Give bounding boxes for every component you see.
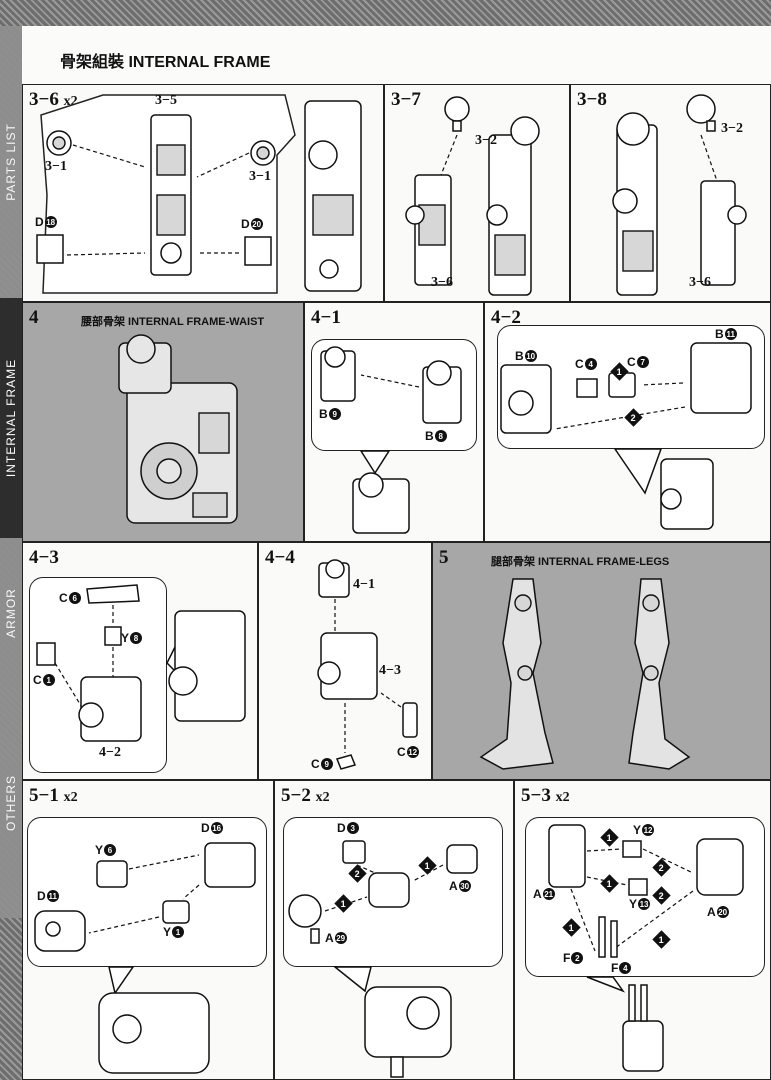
step-number: 4−2 (491, 307, 521, 328)
waist-frame-illustration (118, 334, 238, 524)
tab-label: INTERNAL FRAME (4, 358, 19, 478)
part-label: 4−1 (353, 577, 375, 592)
step-3-7-panel: 3−7 3−2 3−6 (384, 84, 570, 302)
tab-others[interactable]: OTHERS (0, 688, 22, 918)
tab-internal-frame[interactable]: INTERNAL FRAME (0, 298, 22, 538)
step-3-7-diagram (405, 96, 540, 296)
tab-label: ARMOR (4, 588, 19, 638)
part-label: 4−3 (379, 663, 401, 678)
step-3-8-diagram (612, 94, 747, 296)
step-4-panel: 4 腰部骨架 INTERNAL FRAME-WAIST (22, 302, 304, 542)
part-label: 3−2 (721, 121, 743, 136)
step-3-6-diagram (36, 94, 362, 294)
page-title: 骨架組裝 INTERNAL FRAME (60, 54, 271, 71)
step-number: 5 (439, 547, 449, 568)
part-label: 3−6 (689, 275, 711, 290)
step-number: 4−1 (311, 307, 341, 328)
step-4-2-diagram (500, 342, 752, 530)
step-number: 3−7 (391, 89, 421, 110)
tab-parts-list[interactable]: PARTS LIST (0, 26, 22, 298)
step-number: 5−1 x2 (29, 785, 78, 806)
section-title: 腿部骨架 INTERNAL FRAME-LEGS (491, 556, 670, 568)
part-label: 3−6 (431, 275, 453, 290)
tab-label: OTHERS (4, 774, 19, 832)
part-label: 3−5 (155, 93, 177, 108)
step-5-3-diagram (548, 824, 744, 1072)
step-number: 4−4 (265, 547, 295, 568)
part-label: 3−2 (475, 133, 497, 148)
legs-frame-illustration (479, 578, 691, 770)
part-label: 3−1 (249, 169, 271, 184)
step-4-1-diagram (320, 346, 462, 534)
step-5-2-diagram (288, 840, 478, 1078)
header: 骨架組裝 INTERNAL FRAME (22, 26, 771, 84)
part-label: 3−1 (45, 159, 67, 174)
step-5-panel: 5 腿部骨架 INTERNAL FRAME-LEGS (432, 542, 771, 780)
sidebar: PARTS LIST INTERNAL FRAME ARMOR OTHERS (0, 26, 22, 1080)
step-5-1-diagram (34, 842, 256, 1074)
step-4-4-diagram (317, 559, 418, 770)
step-3-8-panel: 3−8 3−2 3−6 (570, 84, 771, 302)
part-label: 4−2 (99, 745, 121, 760)
tab-armor[interactable]: ARMOR (0, 538, 22, 688)
step-number: 4−3 (29, 547, 59, 568)
step-number: 5−2 x2 (281, 785, 330, 806)
step-number: 5−3 x2 (521, 785, 570, 806)
step-number: 3−8 (577, 89, 607, 110)
section-title: 腰部骨架 INTERNAL FRAME-WAIST (81, 316, 265, 328)
step-number: 4 (29, 307, 39, 328)
tab-label: PARTS LIST (4, 123, 19, 201)
step-4-3-diagram (36, 584, 246, 742)
